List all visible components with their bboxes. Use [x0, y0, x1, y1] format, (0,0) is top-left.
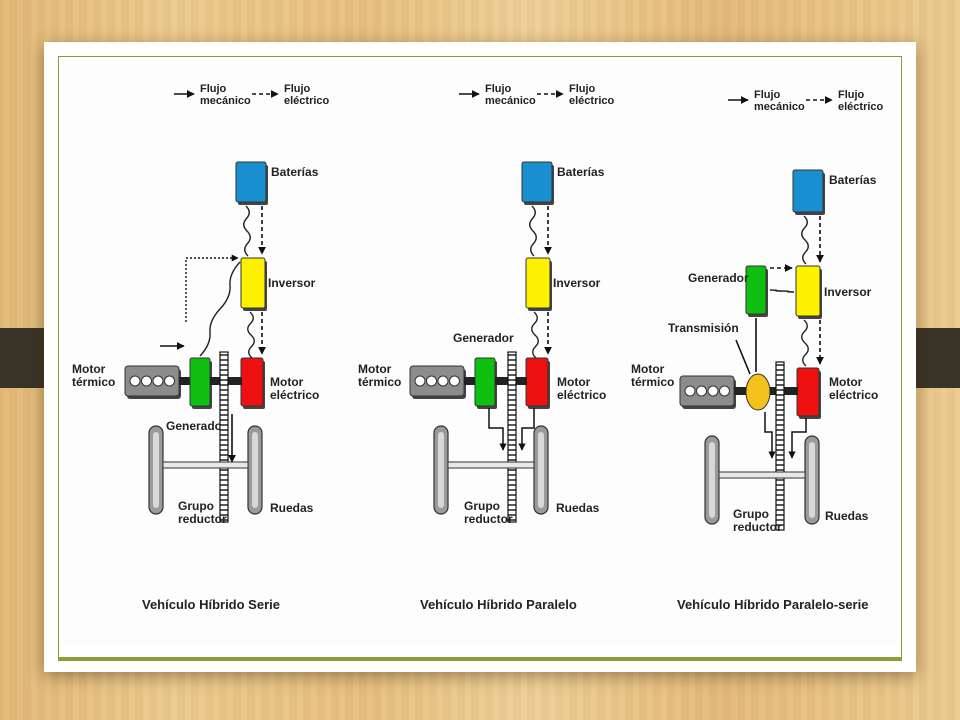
paraleloserie-motor-reducer-flow: [788, 418, 807, 459]
paraleloserie-inverter-motor-wire: [801, 319, 809, 367]
paraleloserie-battery-inverter-wire: [801, 215, 809, 265]
diagram-panel: [62, 60, 898, 646]
paralelo-engine-cylinder: [437, 375, 449, 387]
serie-generator-box: [189, 357, 211, 407]
paraleloserie-wheel-left-rim: [709, 442, 715, 518]
serie-engine-cylinder: [164, 375, 175, 387]
paralelo-engine-cylinder: [414, 375, 426, 387]
serie-battery-inverter-wire: [243, 205, 251, 257]
paraleloserie-engine-shaft: [734, 387, 746, 395]
serie-batteries-label: Baterías: [271, 165, 319, 179]
paraleloserie-engine-cylinder: [684, 385, 696, 397]
serie-engine-cylinder: [152, 375, 164, 387]
paralelo-inverter-box: [525, 257, 551, 309]
paralelo-wheel-right-rim: [538, 432, 544, 508]
paralelo-axle: [447, 461, 535, 469]
paralelo-motor-reducer-flow: [518, 408, 535, 451]
paraleloserie-engine-cylinder: [719, 385, 730, 397]
serie-engine-cylinder: [141, 375, 152, 387]
paralelo-engine-cylinder: [426, 375, 437, 387]
paralelo-motor-box: [525, 357, 549, 407]
paralelo-generator-label: Generador: [453, 331, 514, 345]
paraleloserie-transmission-reducer-flow: [764, 412, 776, 459]
paralelo-wheels-label: Ruedas: [556, 501, 600, 515]
paraleloserie-wheels-label: Ruedas: [825, 509, 869, 523]
paralelo-generator-reducer-flow: [488, 408, 507, 451]
paraleloserie-wheel-right-rim: [809, 442, 815, 518]
serie-inverter-label: Inversor: [268, 276, 316, 290]
paraleloserie-engine-cylinder: [696, 385, 707, 397]
paraleloserie-reducer-gear: [775, 361, 785, 531]
serie-generator-inverter-wire: [199, 261, 241, 357]
paraleloserie-transmission-pointer: [735, 339, 751, 375]
paralelo-caption: Vehículo Híbrido Paralelo: [420, 597, 577, 612]
paralelo-generator-box: [474, 357, 496, 407]
paraleloserie-generator-inverter-wire: [769, 289, 795, 293]
paralelo-inverter-motor-wire: [531, 311, 539, 359]
serie-inverter-box: [240, 257, 266, 309]
serie-wheels-label: Ruedas: [270, 501, 314, 515]
paraleloserie-batteries-label: Baterías: [829, 173, 877, 187]
serie-reducer-gear: [219, 351, 229, 523]
serie-batteries-box: [235, 161, 267, 203]
serie-engine-cylinder: [129, 375, 141, 387]
serie-wheel-right-rim: [252, 432, 258, 508]
paraleloserie-generator-box: [745, 265, 767, 315]
frame-bottom-rule: [58, 657, 902, 661]
paraleloserie-inverter-box: [795, 265, 821, 317]
paralelo-engine-shaft: [464, 377, 476, 385]
paraleloserie-transmission-label: Transmisión: [668, 321, 739, 335]
paraleloserie-caption: Vehículo Híbrido Paralelo-serie: [677, 597, 868, 612]
paraleloserie-batteries-box: [792, 169, 824, 213]
serie-wheel-left-rim: [153, 432, 159, 508]
paraleloserie-axle: [718, 471, 806, 479]
serie-motor-box: [240, 357, 264, 407]
paralelo-battery-inverter-wire: [529, 205, 537, 257]
paraleloserie-engine-cylinder: [707, 385, 719, 397]
paraleloserie-transmission-gear: [745, 373, 771, 411]
paralelo-engine-cylinder: [449, 375, 460, 387]
paraleloserie-generator-label: Generador: [688, 271, 749, 285]
paraleloserie-inverter-label: Inversor: [824, 285, 872, 299]
serie-generator-inverter-flow: [185, 254, 239, 322]
paralelo-batteries-box: [521, 161, 553, 203]
paralelo-wheel-left-rim: [438, 432, 444, 508]
serie-inverter-motor-wire: [247, 311, 255, 359]
serie-engine-shaft: [179, 377, 191, 385]
serie-generator-label: Generador: [166, 419, 227, 433]
serie-axle: [162, 461, 249, 469]
paralelo-inverter-label: Inversor: [553, 276, 601, 290]
paralelo-reducer-gear: [507, 351, 517, 523]
paraleloserie-motor-box: [796, 367, 820, 417]
serie-caption: Vehículo Híbrido Serie: [142, 597, 280, 612]
paralelo-batteries-label: Baterías: [557, 165, 605, 179]
